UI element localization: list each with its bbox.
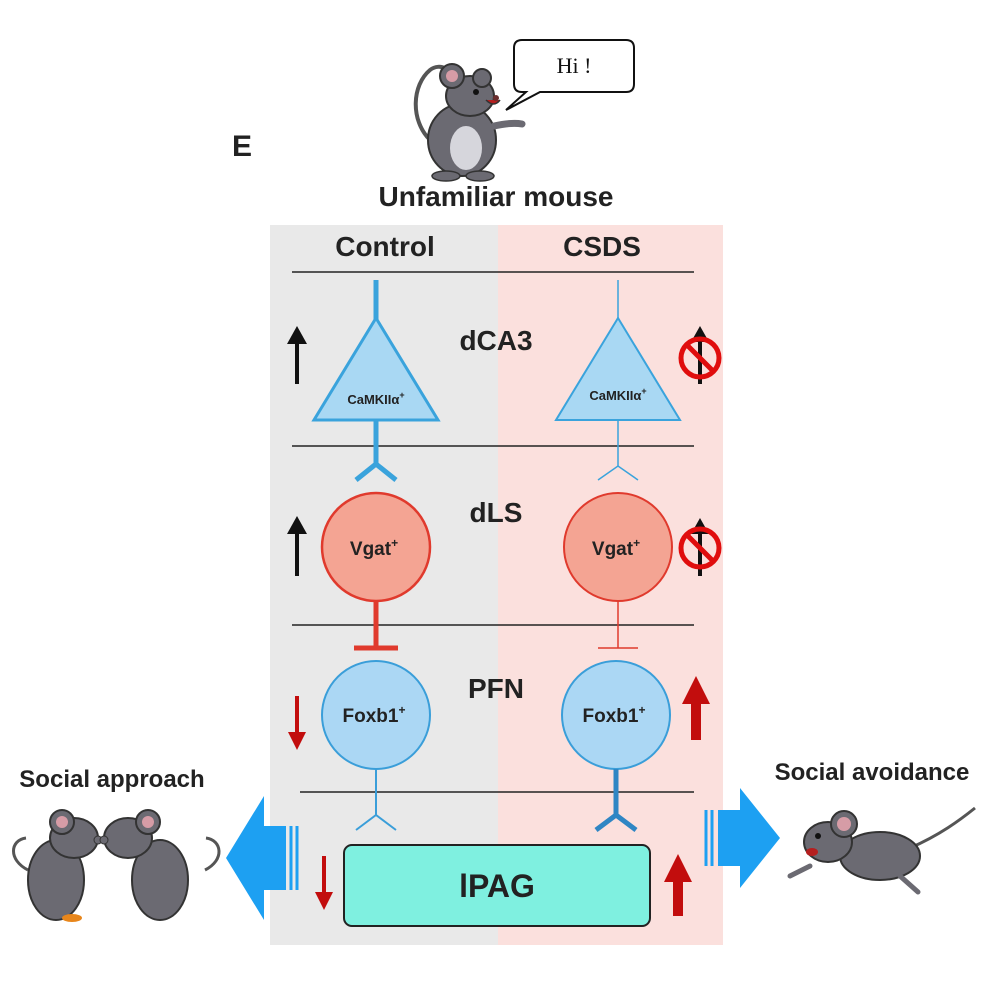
control-vgat-label: Vgat+: [350, 536, 398, 560]
right-big-arrow-icon: [704, 788, 780, 888]
up-arrow-icon: [664, 854, 692, 916]
column-header-csds: CSDS: [563, 231, 641, 262]
csds-foxb1-neuron: Foxb1+: [561, 660, 671, 832]
mouse-talking-icon: [413, 63, 526, 182]
panel-letter: E: [232, 130, 252, 163]
control-foxb1-neuron: Foxb1+: [321, 660, 431, 831]
control-camkii-neuron: CaMKIIα+: [311, 280, 441, 482]
social-approach-label: Social approach: [19, 766, 204, 793]
csds-camkii-label: CaMKIIα+: [589, 386, 646, 403]
column-header-control: Control: [335, 231, 435, 262]
down-arrow-icon: [315, 856, 333, 910]
up-arrow-icon: [682, 676, 710, 740]
csds-camkii-neuron: CaMKIIα+: [554, 280, 682, 481]
lpag-box: lPAG: [343, 844, 651, 927]
control-foxb1-label: Foxb1+: [343, 703, 406, 727]
no-symbol-icon: [678, 518, 722, 576]
region-label-dca3: dCA3: [459, 325, 532, 356]
separator-lines: [292, 271, 694, 793]
mice-kissing-icon: [12, 809, 221, 922]
social-avoidance-label: Social avoidance: [775, 759, 970, 786]
speech-bubble-text: Hi !: [557, 53, 592, 78]
no-symbol-icon: [678, 326, 722, 384]
csds-vgat-label: Vgat+: [592, 536, 640, 560]
csds-vgat-neuron: Vgat+: [563, 492, 673, 649]
up-arrow-icon: [287, 516, 307, 576]
mouse-fleeing-icon: [787, 806, 976, 895]
region-label-dls: dLS: [470, 497, 523, 528]
up-arrow-icon: [287, 326, 307, 384]
region-label-pfn: PFN: [468, 673, 524, 704]
lpag-label: lPAG: [459, 868, 535, 904]
control-camkii-label: CaMKIIα+: [347, 390, 404, 407]
top-caption: Unfamiliar mouse: [379, 181, 614, 212]
down-arrow-icon: [288, 696, 306, 750]
control-vgat-neuron: Vgat+: [320, 491, 432, 651]
left-big-arrow-icon: [226, 796, 299, 920]
speech-bubble: Hi !: [505, 39, 635, 111]
csds-foxb1-label: Foxb1+: [583, 703, 646, 727]
